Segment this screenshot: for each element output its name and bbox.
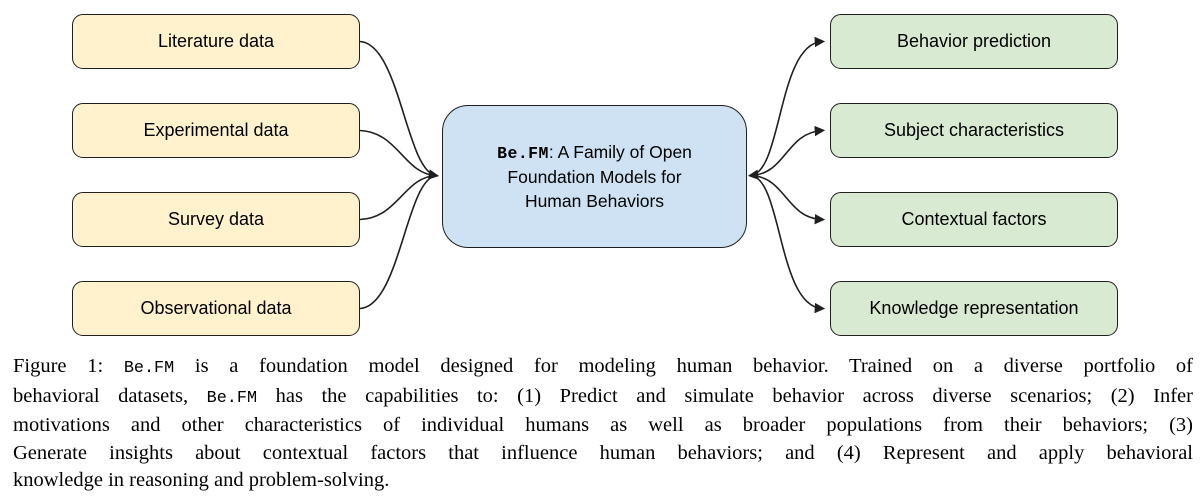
input-box-survey-data: Survey data — [72, 192, 360, 247]
input-box-literature-data: Literature data — [72, 14, 360, 69]
befm-diagram: Literature data Experimental data Survey… — [72, 14, 1118, 336]
arrow-observational-to-center — [359, 174, 437, 310]
input-box-experimental-data: Experimental data — [72, 103, 360, 158]
arrow-center-to-contextual-factors — [750, 174, 826, 225]
input-label-observational-data: Observational data — [140, 298, 292, 318]
output-box-knowledge-representation: Knowledge representation — [830, 281, 1118, 336]
arrow-experimental-to-center — [359, 129, 437, 177]
output-label-behavior-prediction: Behavior prediction — [896, 31, 1052, 51]
output-label-knowledge-representation: Knowledge representation — [869, 298, 1079, 318]
input-label-experimental-data: Experimental data — [143, 120, 289, 140]
output-label-subject-characteristics: Subject characteristics — [883, 120, 1065, 140]
input-box-observational-data: Observational data — [72, 281, 360, 336]
arrow-center-to-behavior-prediction — [747, 36, 826, 180]
input-label-survey-data: Survey data — [167, 209, 265, 229]
arrow-connectors — [359, 36, 826, 314]
output-box-behavior-prediction: Behavior prediction — [830, 14, 1118, 69]
arrow-survey-to-center — [359, 174, 437, 221]
arrow-literature-to-center — [359, 40, 440, 180]
figure-caption: Figure 1: Be.FM is a foundation model de… — [13, 355, 1194, 491]
arrow-center-to-knowledge-representation — [750, 174, 826, 314]
output-box-subject-characteristics: Subject characteristics — [830, 103, 1118, 158]
arrow-center-to-subject-characteristics — [750, 125, 826, 177]
input-label-literature-data: Literature data — [157, 31, 275, 51]
output-label-contextual-factors: Contextual factors — [901, 209, 1047, 229]
output-box-contextual-factors: Contextual factors — [830, 192, 1118, 247]
